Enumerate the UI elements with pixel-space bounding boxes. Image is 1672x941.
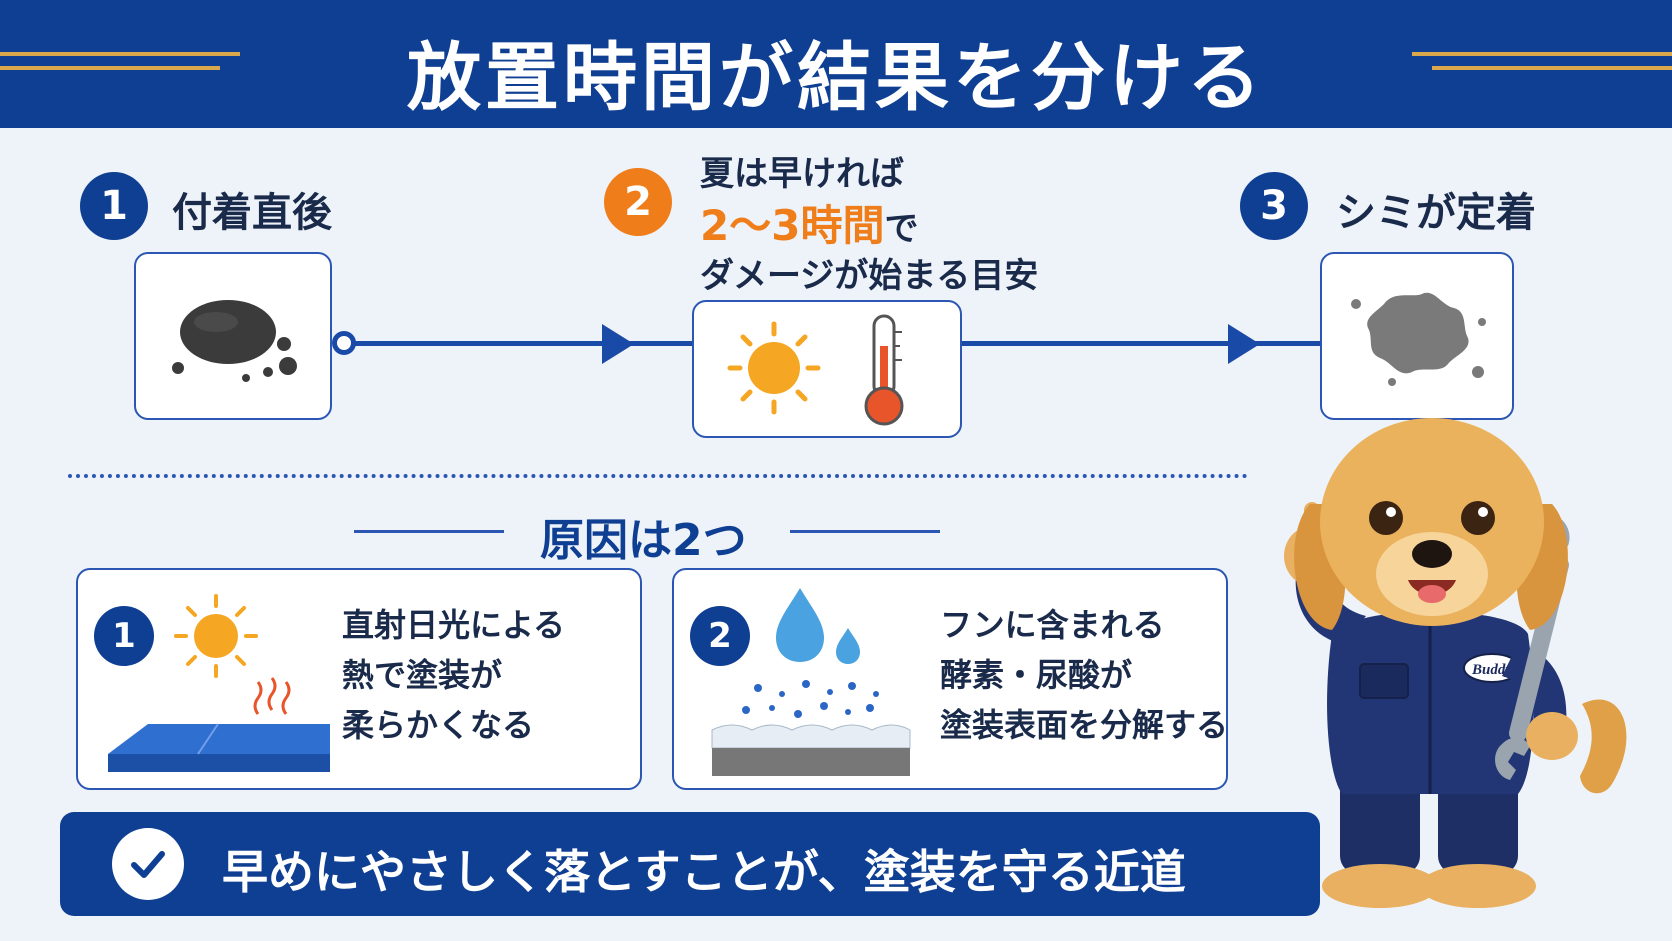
cause-title-rule-left [354,530,504,533]
right-paw [1420,864,1536,908]
cause-2-line-3: 塗装表面を分解する [940,706,1229,744]
sun-icon [727,321,821,415]
step-2-card [692,300,962,438]
sun-heat-paint-icon [108,594,330,772]
step-1-label: 付着直後 [172,190,332,236]
cause-2-number: 2 [690,606,750,666]
heat-waves-icon [253,677,291,715]
timeline-start-dot [332,331,356,355]
right-hand [1526,712,1578,760]
header-bar [0,0,1672,128]
droplet-erosion-icon [711,588,911,776]
thermometer-icon [864,314,904,426]
step-1-card [134,252,332,420]
cause-title-rule-right [790,530,940,533]
step-2-line-2: 2〜3時間で [700,200,918,255]
muzzle [1376,532,1488,616]
step-2-emphasis: 2〜3時間 [700,201,885,250]
step-2-emphasis-suffix: で [884,209,919,249]
step-3-label: シミが定着 [1336,190,1536,236]
timeline-arrow-2-icon [1228,324,1260,364]
section-divider [68,474,1248,478]
sun-and-thermometer-icon [727,314,904,426]
timeline-line-2 [962,341,1320,346]
cause-1-card: 1 直射日光による 熱で塗装が 柔らかくなる [76,568,642,790]
tongue [1418,585,1446,603]
page-title: 放置時間が結果を分ける [407,35,1265,121]
particles-icon [742,680,879,718]
fresh-droppings-icon [172,300,297,382]
cause-1-number: 1 [94,606,154,666]
cause-1-line-1: 直射日光による [342,606,566,644]
step-2-number: 2 [604,168,672,236]
stain-icon [1351,292,1486,386]
right-eye [1461,501,1495,535]
paint-layer-icon [108,723,330,772]
timeline-arrow-1-icon [602,324,634,364]
cause-2-card: 2 フンに含まれる 酵素・尿酸が 塗装表面を分解する [672,568,1228,790]
sun-icon [174,594,258,678]
header-deco-line-right-2 [1432,66,1672,70]
step-3-card [1320,252,1514,420]
dog-mechanic-mascot: Buddy [1284,418,1627,908]
step-2-line-3: ダメージが始まる目安 [700,256,1039,296]
left-paw [1322,864,1438,908]
header-deco-line-left-1 [0,52,240,56]
paint-surface-icon [711,724,911,776]
cause-2-line-1: フンに含まれる [940,606,1165,644]
step-2-line-1: 夏は早ければ [700,154,904,194]
water-drop-icon [776,588,860,664]
tail [1580,699,1627,794]
step-1-number: 1 [80,172,148,240]
cause-1-line-3: 柔らかくなる [342,706,535,744]
cause-2-line-2: 酵素・尿酸が [940,656,1133,694]
left-eye [1369,501,1403,535]
step-3-number: 3 [1240,172,1308,240]
nose [1412,540,1452,568]
timeline-line-1 [348,341,692,346]
check-circle [112,828,184,900]
header-deco-line-right-1 [1412,52,1672,56]
name-badge-text: Buddy [1471,662,1512,678]
conclusion-text: 早めにやさしく落とすことが、塗装を守る近道 [222,845,1186,899]
cause-1-line-2: 熱で塗装が [342,656,503,694]
conclusion-banner [60,812,1320,916]
cause-title: 原因は2つ [540,515,747,566]
header-deco-line-left-2 [0,66,220,70]
checkmark-icon [131,851,165,878]
